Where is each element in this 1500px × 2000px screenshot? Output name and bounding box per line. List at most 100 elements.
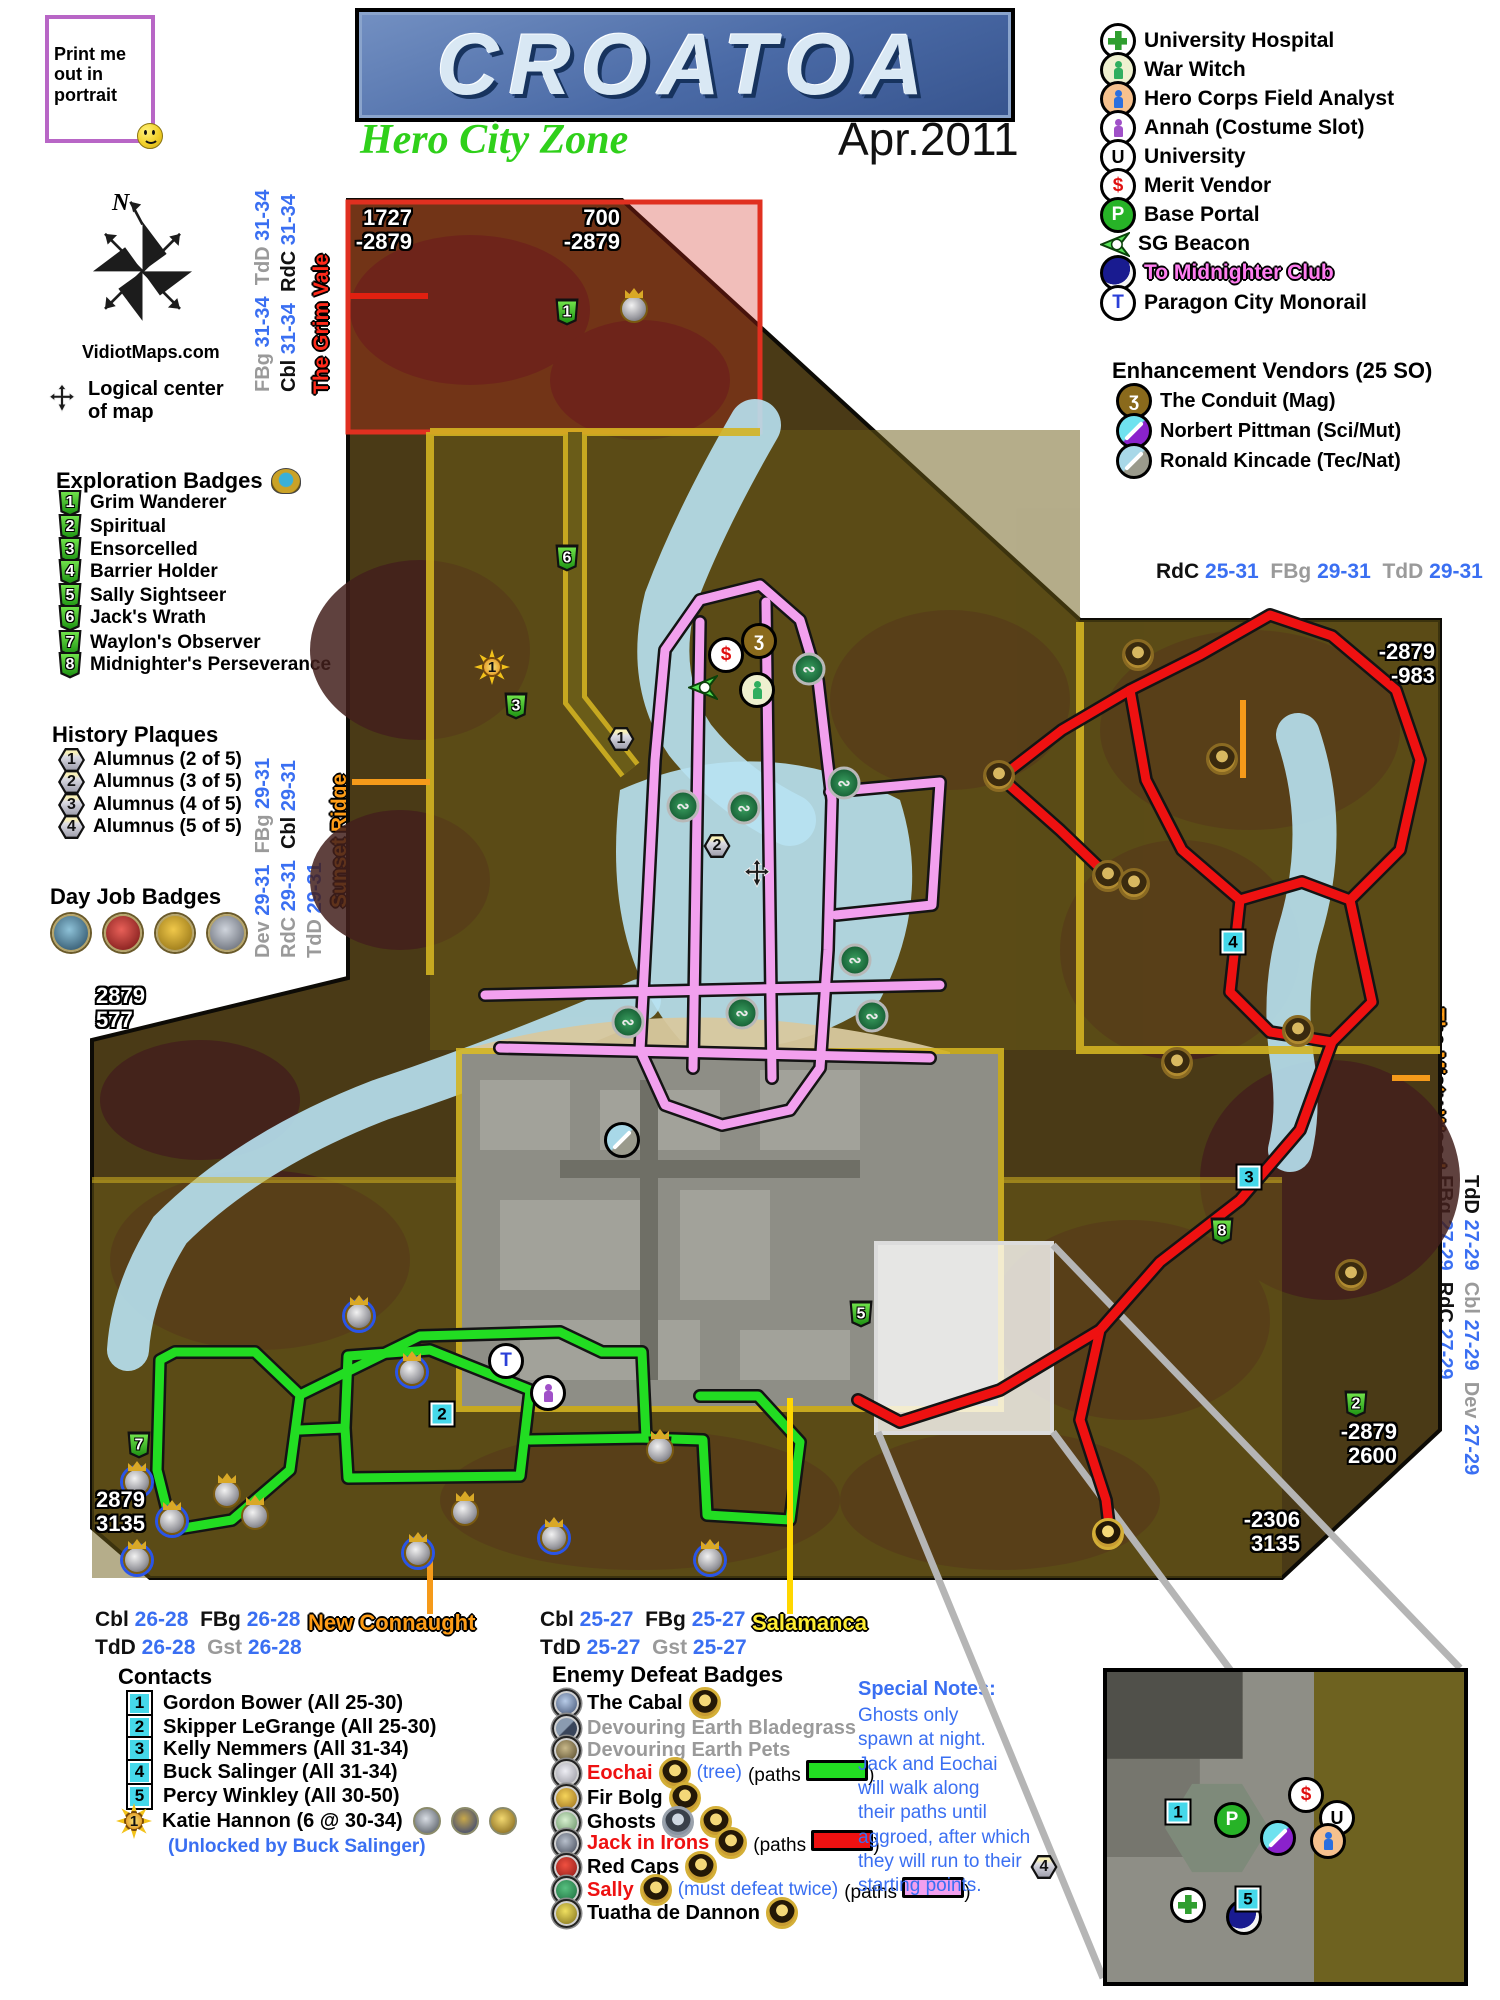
plaque-number-icon: 4: [58, 815, 85, 839]
plaque-number-icon: 1: [58, 748, 85, 772]
contact-name: Gordon Bower (All 25-30): [163, 1691, 404, 1714]
logical-center-line2: of map: [88, 401, 154, 423]
sg-beacon-icon: [1100, 229, 1130, 259]
contact-name: Katie Hannon (6 @ 30-34): [162, 1809, 403, 1832]
legend-label: Base Portal: [1144, 203, 1260, 226]
monorail-icon: T: [1100, 285, 1136, 321]
enemy-name: Devouring Earth Bladegrass: [587, 1716, 856, 1739]
logical-center-icon: [47, 383, 77, 413]
badge-number-icon: 6: [58, 604, 82, 632]
day-job-medal-icon: [156, 914, 194, 952]
enemy-defeat-badges-title: Enemy Defeat Badges: [552, 1662, 784, 1687]
badge-name: Spiritual: [90, 516, 167, 537]
vendor-label: The Conduit (Mag): [1160, 389, 1336, 412]
jack-path-swatch: [811, 1829, 874, 1851]
grim-vale-overlay: [345, 199, 763, 435]
vidiotmaps-credit: VidiotMaps.com: [82, 342, 220, 362]
history-plaques-title: History Plaques: [52, 722, 219, 747]
zone-label-salamanca: Salamanca: [752, 1610, 867, 1635]
logical-center-label: Logical center of map: [88, 378, 224, 424]
zone-abbr: TdD: [95, 1636, 136, 1659]
legend-label: Annah (Costume Slot): [1144, 116, 1365, 139]
day-job-badges-title: Day Job Badges: [50, 884, 222, 909]
exploration-badge-row: 4 Barrier Holder: [58, 558, 218, 586]
badge-name: Barrier Holder: [90, 561, 218, 582]
badge-number-icon: 5: [58, 582, 82, 610]
contact-name: Kelly Nemmers (All 31-34): [163, 1737, 409, 1760]
history-plaque-row: 1 Alumnus (2 of 5): [58, 748, 242, 772]
zone-range: 29-31: [1429, 560, 1483, 583]
badge-number-icon: 2: [58, 513, 82, 541]
badge-number-icon: 3: [58, 536, 82, 564]
katie-hannon-star-icon: 1: [116, 1803, 152, 1839]
zone-label-new-connaught: New Connaught: [308, 1610, 476, 1635]
print-note: Print me out in portrait: [45, 15, 163, 149]
exploration-badges-title-row: Exploration Badges: [56, 468, 301, 494]
ronald-kincade-icon: [1116, 443, 1152, 479]
exploration-badges-title: Exploration Badges: [56, 468, 263, 493]
plaque-name: Alumnus (2 of 5): [93, 749, 242, 770]
zone-subtitle: Hero City Zone: [360, 117, 629, 163]
badge-name: Grim Wanderer: [90, 492, 227, 513]
zone-abbr: TdD: [1382, 560, 1424, 583]
contact-name: Percy Winkley (All 30-50): [163, 1784, 400, 1807]
legend-label: Hero Corps Field Analyst: [1144, 87, 1395, 110]
title-banner: CROATOA: [355, 8, 1015, 122]
badge-number-icon: 4: [58, 558, 82, 586]
legend-label: Merit Vendor: [1144, 174, 1272, 197]
legend-item: SG Beacon: [1100, 229, 1250, 259]
inset-salamanca-detail: [1103, 1668, 1468, 1986]
zone-abbr: RdC: [1156, 560, 1200, 583]
plaque-name: Alumnus (3 of 5): [93, 771, 242, 792]
zone-range: 26-28: [246, 1608, 301, 1631]
city-blocks: [480, 1070, 860, 1380]
compass-rose-icon: [92, 201, 193, 321]
zone-range: 25-31: [1205, 560, 1259, 583]
zone-range: 29-31: [1317, 560, 1371, 583]
badge-name: Jack's Wrath: [90, 607, 207, 628]
sally-path-swatch: [902, 1876, 965, 1898]
coordinate-label: -2879-983: [1378, 639, 1435, 688]
enemy-badge-row: Eochai(tree)(paths ): [552, 1757, 874, 1789]
zone-abbr: Cbl: [540, 1608, 574, 1631]
defeat-medal-icon: [685, 1851, 718, 1883]
legend-item: Hero Corps Field Analyst: [1100, 81, 1395, 117]
day-job-medal-icon: [208, 914, 246, 952]
contact-row-katie: 1 Katie Hannon (6 @ 30-34): [116, 1803, 517, 1839]
vendor-item: Norbert Pittman (Sci/Mut): [1116, 413, 1402, 449]
badge-name: Sally Sightseer: [90, 585, 227, 606]
katie-medal-icon: [412, 1807, 441, 1835]
zone-abbr: FBg: [1270, 560, 1312, 583]
legend-label: SG Beacon: [1138, 232, 1251, 255]
eochai-badge-icon: [552, 1758, 581, 1788]
enemy-name: Fir Bolg: [587, 1786, 663, 1809]
enemy-badge-row: Fir Bolg: [552, 1782, 701, 1814]
new-connaught-levels-line2: TdD 26-28 Gst 26-28: [95, 1636, 302, 1660]
zone-range: 26-28: [141, 1636, 196, 1659]
salamanca-levels-line1: Cbl 25-27 FBg 25-27: [540, 1608, 745, 1632]
enemy-name: Red Caps: [587, 1855, 680, 1878]
contacts-title: Contacts: [118, 1664, 213, 1689]
defeat-medal-icon: [715, 1827, 748, 1859]
enhancement-vendors-title: Enhancement Vendors (25 SO): [1112, 358, 1433, 383]
vendor-label: Norbert Pittman (Sci/Mut): [1160, 419, 1402, 442]
plaque-name: Alumnus (4 of 5): [93, 794, 242, 815]
contact-name: Skipper LeGrange (All 25-30): [163, 1715, 437, 1738]
badge-name: Midnighter's Perseverance: [90, 654, 332, 675]
enemy-badge-row: Jack in Irons(paths ): [552, 1827, 880, 1859]
enemy-badge-row: Devouring Earth Pets: [552, 1735, 790, 1765]
